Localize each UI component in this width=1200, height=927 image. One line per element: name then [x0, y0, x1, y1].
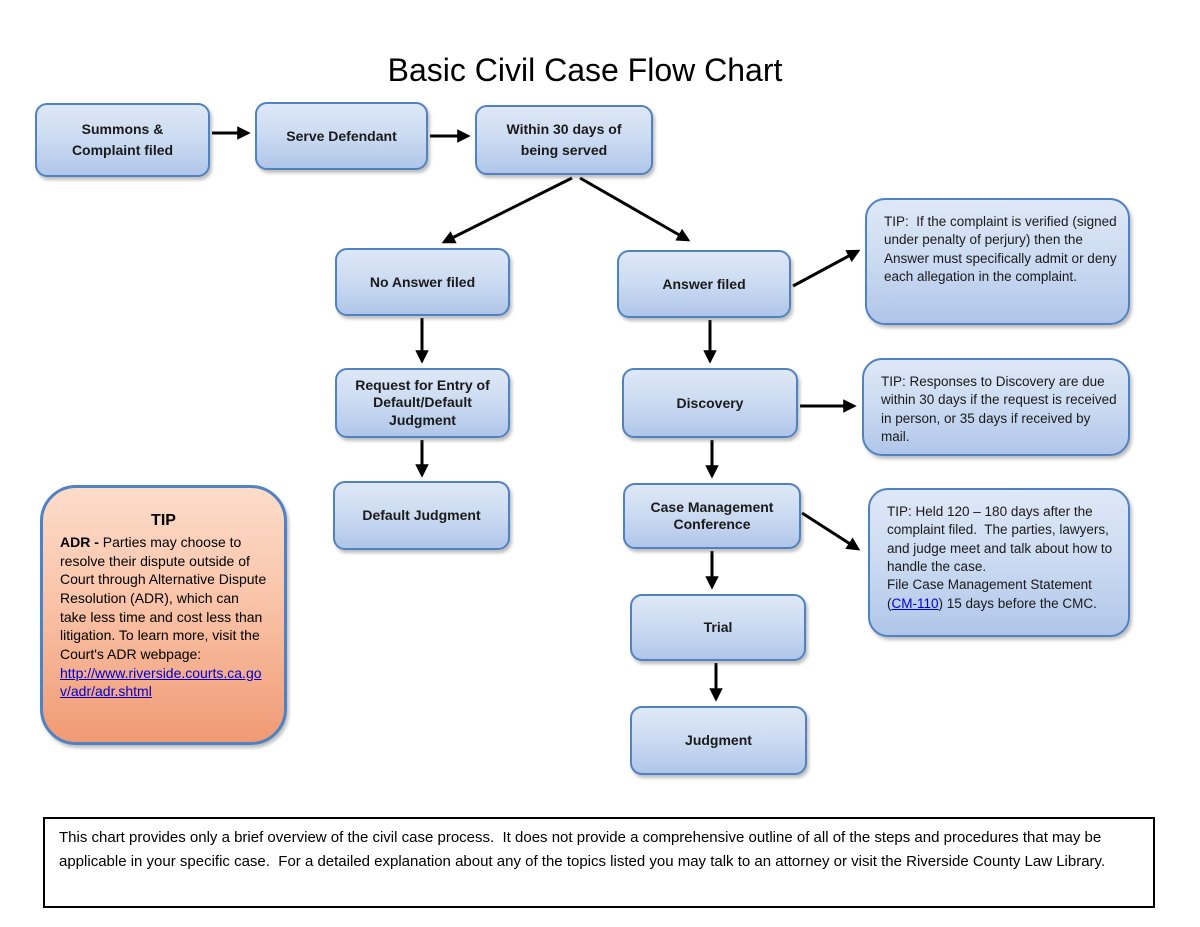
node-answer-filed: Answer filed — [617, 250, 791, 318]
tip-cmc-text-before: TIP: Held 120 – 180 days after the compl… — [887, 504, 1113, 611]
node-trial: Trial — [630, 594, 806, 661]
node-no-answer-filed: No Answer filed — [335, 248, 510, 316]
disclaimer-box: This chart provides only a brief overvie… — [43, 817, 1155, 908]
tip-cmc-text-after: ) 15 days before the CMC. — [938, 595, 1097, 611]
adr-webpage-link[interactable]: http://www.riverside.courts.ca.gov/adr/a… — [60, 664, 262, 700]
node-serve-defendant: Serve Defendant — [255, 102, 428, 170]
arrow-within30-to-answer — [579, 176, 691, 242]
adr-lead-text: ADR - — [60, 534, 103, 551]
node-within-30-days: Within 30 days of being served — [475, 105, 653, 175]
node-summons-complaint-filed: Summons & Complaint filed — [35, 103, 210, 177]
node-case-management-conference: Case Management Conference — [623, 483, 801, 549]
adr-tip-body: ADR - Parties may choose to resolve thei… — [60, 533, 267, 700]
adr-tip-title: TIP — [151, 512, 176, 529]
tip-discovery-responses: TIP: Responses to Discovery are due with… — [862, 358, 1130, 456]
arrow-answer-to-tip — [792, 249, 861, 288]
adr-body-text: Parties may choose to resolve their disp… — [60, 534, 267, 662]
cm-110-link[interactable]: CM-110 — [891, 595, 939, 611]
arrow-cmc-to-tip — [801, 511, 861, 551]
node-discovery: Discovery — [622, 368, 798, 438]
arrow-within30-to-no-answer — [441, 176, 573, 244]
page-title: Basic Civil Case Flow Chart — [387, 52, 783, 88]
adr-tip-box: TIP ADR - Parties may choose to resolve … — [40, 485, 287, 745]
node-request-entry-default: Request for Entry of Default/Default Jud… — [335, 368, 510, 438]
node-judgment: Judgment — [630, 706, 807, 775]
tip-case-management: TIP: Held 120 – 180 days after the compl… — [868, 488, 1130, 637]
tip-answer-verified: TIP: If the complaint is verified (signe… — [865, 198, 1130, 325]
node-default-judgment: Default Judgment — [333, 481, 510, 550]
